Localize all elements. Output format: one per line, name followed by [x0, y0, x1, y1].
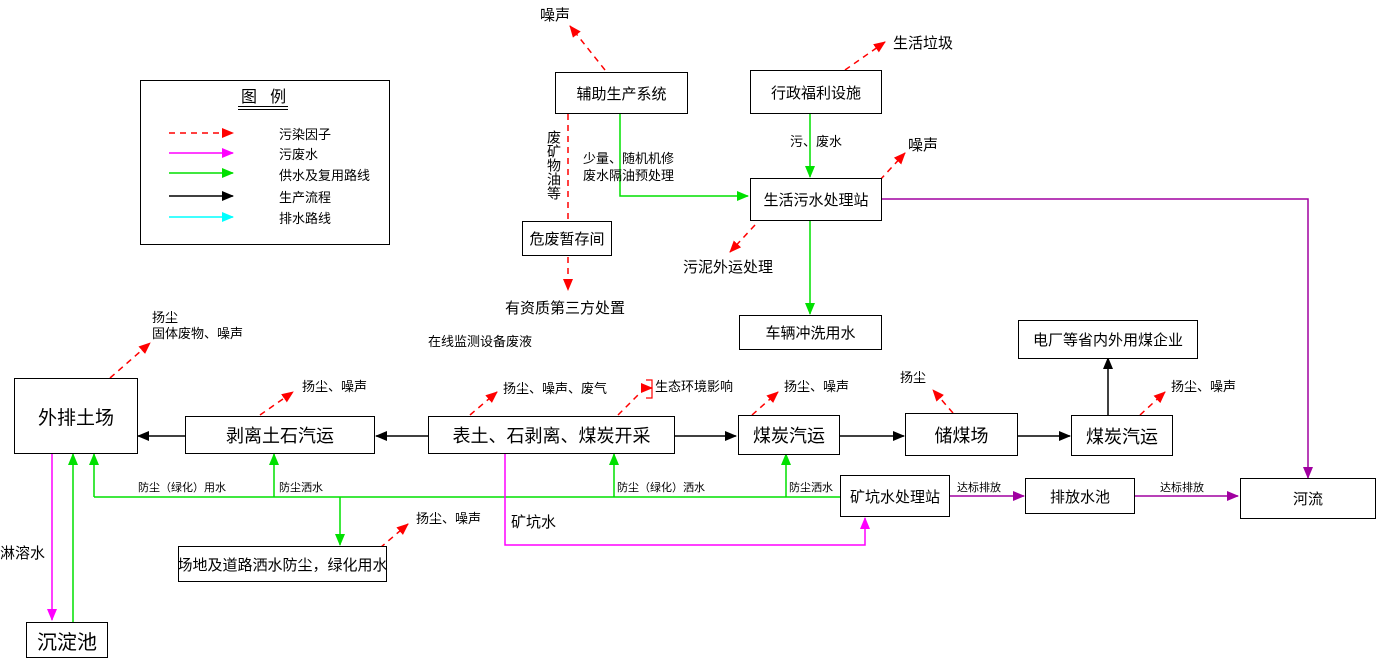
legend-title: 图 例: [241, 87, 291, 106]
label-standard-discharge-1: 达标排放: [957, 481, 1001, 494]
supply-lines: [68, 114, 840, 622]
label-dust-green-water: 防尘（绿化）用水: [138, 481, 226, 494]
node-mine-water-plant: 矿坑水处理站: [840, 475, 950, 517]
node-vehicle-washing: 车辆冲洗用水: [739, 315, 882, 350]
label-eco-impact: 生态环境影响: [655, 380, 734, 395]
label-small-repair: 少量、随机机修: [583, 152, 675, 167]
label-sewage-water: 污、废水: [790, 135, 843, 150]
pollutant-arrows: [109, 25, 1166, 549]
label-dust-green-spray: 防尘（绿化）洒水: [617, 481, 705, 494]
node-power-plants: 电厂等省内外用煤企业: [1018, 320, 1198, 359]
legend-item-drainage: 排水路线: [279, 212, 332, 227]
pollutant-arrow-strip: [259, 391, 294, 416]
wastewater-lines: [47, 198, 1313, 621]
label-online-monitor: 在线监测设备废液: [428, 335, 533, 350]
pollutant-arrow-coal1: [751, 391, 779, 416]
legend-title-underline: [238, 106, 288, 110]
label-dust-spray-2: 防尘洒水: [789, 481, 833, 494]
node-admin-welfare: 行政福利设施: [750, 70, 882, 114]
label-standard-discharge-2: 达标排放: [1160, 481, 1204, 494]
label-storage-dust: 扬尘: [900, 371, 927, 386]
legend-swatches: [169, 128, 234, 222]
pollutant-arrow-aux-noise: [569, 25, 606, 71]
label-noise-top: 噪声: [540, 6, 571, 24]
node-coal-transport-1: 煤炭汽运: [738, 415, 840, 455]
legend-item-wastewater: 污废水: [279, 148, 319, 163]
pollutant-arrow-sewage-noise: [879, 152, 906, 181]
eco-bracket: [646, 379, 653, 399]
label-mining-dust: 扬尘、噪声、废气: [503, 382, 608, 397]
node-discharge-pool: 排放水池: [1025, 478, 1135, 514]
pollutant-arrow-dump: [109, 342, 151, 379]
label-domestic-waste: 生活垃圾: [893, 34, 954, 52]
label-dump-waste-noise: 固体废物、噪声: [152, 327, 244, 342]
label-dump-dust: 扬尘: [152, 311, 179, 326]
label-mine-water: 矿坑水: [511, 513, 557, 531]
node-coal-storage: 储煤场: [905, 413, 1018, 456]
legend-item-pollutant: 污染因子: [279, 128, 332, 143]
process-lines: [137, 357, 1113, 441]
node-sediment-pond: 沉淀池: [26, 622, 108, 658]
node-aux-production: 辅助生产系统: [555, 72, 688, 114]
pollutant-arrow-eco: [617, 383, 653, 416]
pollutant-arrow-site: [379, 523, 409, 549]
node-mining: 表土、石剥离、煤炭开采: [428, 416, 675, 454]
legend-item-supply: 供水及复用路线: [279, 169, 371, 184]
label-coal1-dust: 扬尘、噪声: [784, 380, 850, 395]
label-coal2-dust: 扬尘、噪声: [1171, 380, 1237, 395]
label-strip-dust: 扬尘、噪声: [302, 380, 368, 395]
node-sewage-station: 生活污水处理站: [750, 178, 882, 221]
node-hazard-storage: 危废暂存间: [522, 221, 612, 256]
node-coal-transport-2: 煤炭汽运: [1071, 415, 1173, 456]
node-site-spraying: 场地及道路洒水防尘，绿化用水: [178, 546, 388, 582]
legend: 图 例 污染因子 污废水 供水及复用路线 生产流程 排水路线: [140, 80, 390, 245]
pollutant-arrow-mining: [469, 391, 498, 416]
label-dust-spray-1: 防尘洒水: [279, 481, 323, 494]
label-sludge: 污泥外运处理: [683, 258, 774, 276]
pollutant-arrow-coal2: [1139, 391, 1166, 416]
node-external-dump: 外排土场: [14, 378, 138, 454]
label-site-dust: 扬尘、噪声: [416, 512, 482, 527]
node-river: 河流: [1240, 478, 1376, 519]
pollutant-arrow-admin-waste: [844, 41, 886, 71]
label-third-party: 有资质第三方处置: [505, 299, 626, 317]
pollutant-arrow-sludge: [729, 224, 756, 253]
node-strip-transport: 剥离土石汽运: [185, 416, 375, 454]
label-waste-mineral-oil: 废矿物油等: [545, 130, 561, 200]
wastewater-line-mine-water: [504, 454, 870, 546]
label-oil-pretreatment: 废水隔油预处理: [583, 169, 675, 184]
pollutant-arrow-storage: [932, 389, 954, 414]
legend-item-process: 生产流程: [279, 191, 332, 206]
supply-line-aux-sewage: [619, 114, 749, 201]
wastewater-line-sewage-river: [882, 198, 1313, 479]
label-sewage-noise: 噪声: [908, 136, 939, 154]
label-leach-water: 淋溶水: [0, 544, 46, 562]
